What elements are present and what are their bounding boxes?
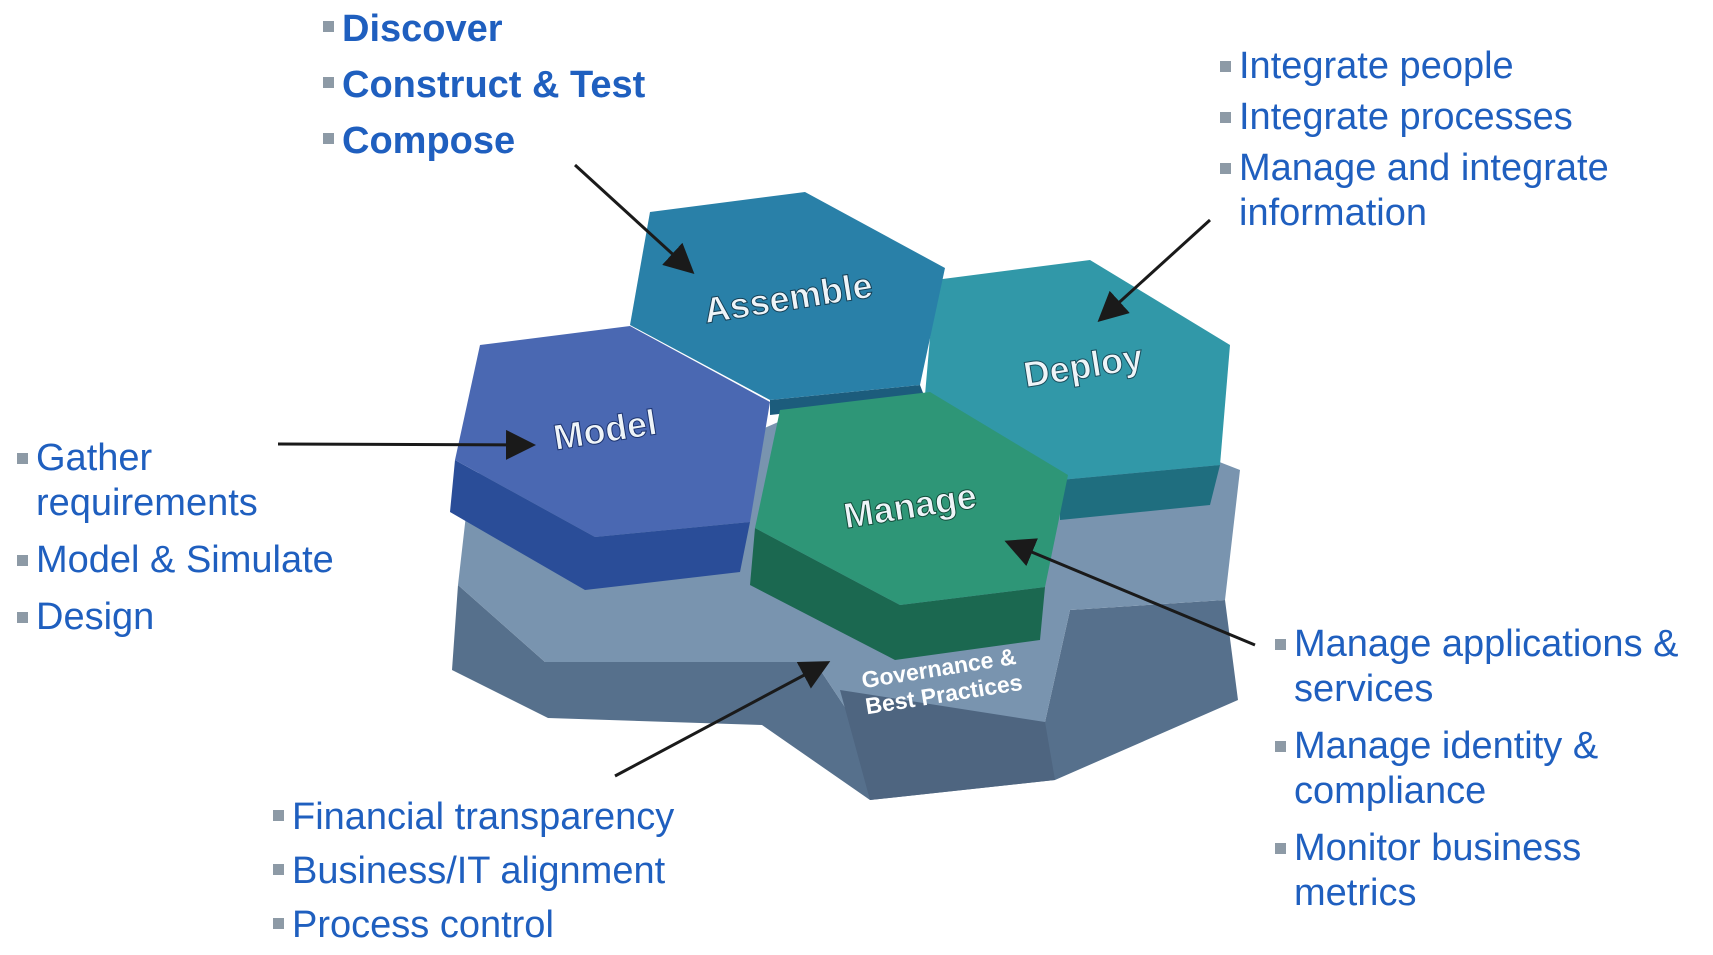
arrow-assemble <box>573 163 695 275</box>
arrow-model <box>277 429 536 460</box>
model-hex: Model <box>450 326 770 590</box>
governance-bullet-list: Financial transparency Business/IT align… <box>270 793 770 955</box>
arrow-deploy <box>1097 218 1212 323</box>
list-item: Model & Simulate <box>14 538 334 583</box>
base-front-shade <box>840 690 1055 800</box>
deploy-hex: Deploy <box>925 260 1230 520</box>
list-item: Construct & Test <box>320 60 780 110</box>
list-item: Integrate people <box>1217 44 1687 89</box>
list-item: Manage identity & compliance <box>1272 724 1712 814</box>
list-item: Manage applications & services <box>1272 622 1712 712</box>
manage-hex-side <box>750 528 1045 660</box>
manage-hex-top <box>755 392 1068 605</box>
list-item: Gather requirements <box>14 436 274 526</box>
list-item: Compose <box>320 116 780 166</box>
list-item: Financial transparency <box>270 793 770 841</box>
list-item: Integrate processes <box>1217 95 1687 140</box>
deploy-bullet-list: Integrate people Integrate processes Man… <box>1217 44 1687 242</box>
deploy-hex-top <box>925 260 1230 480</box>
list-item: Business/IT alignment <box>270 847 770 895</box>
assemble-hex-top <box>630 192 945 400</box>
list-item: Manage and integrate information <box>1217 146 1687 236</box>
arrow-governance <box>614 661 831 778</box>
assemble-bullet-list: Discover Construct & Test Compose <box>320 4 780 172</box>
deploy-hex-side <box>1060 465 1220 520</box>
model-bullet-list: Gather requirements Model & Simulate Des… <box>14 436 334 652</box>
list-item: Process control <box>270 901 770 949</box>
model-hex-side <box>450 460 750 590</box>
list-item: Design <box>14 595 274 640</box>
model-hex-top <box>455 326 770 537</box>
manage-hex: Manage <box>750 392 1068 660</box>
list-item: Monitor business metrics <box>1272 826 1712 916</box>
manage-bullet-list: Manage applications & services Manage id… <box>1272 622 1712 928</box>
list-item: Discover <box>320 4 780 54</box>
arrow-manage <box>1004 538 1256 647</box>
